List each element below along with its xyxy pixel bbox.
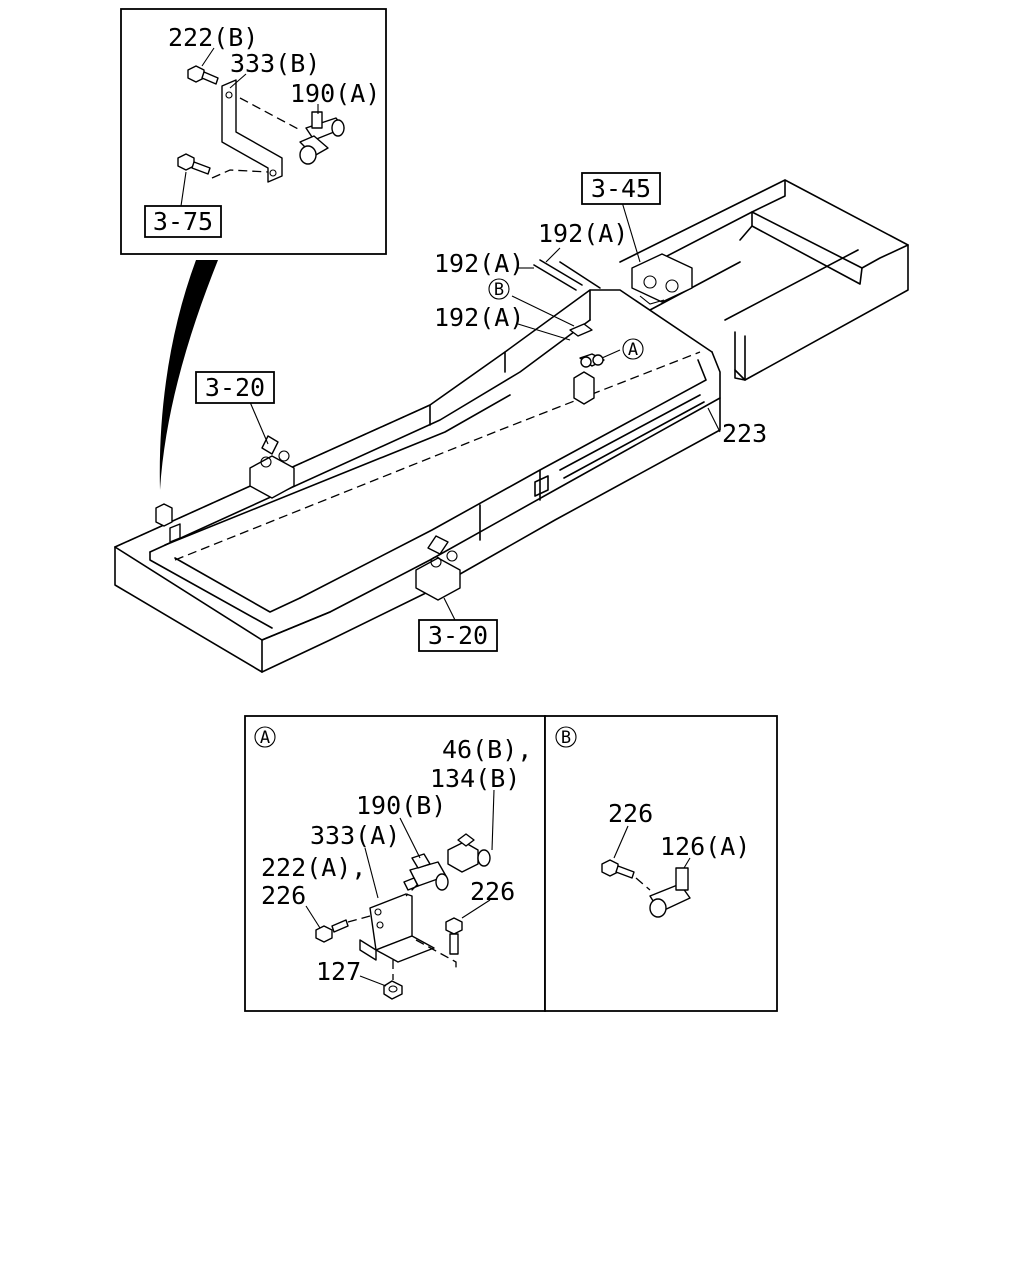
marker-b-detail: B: [555, 726, 577, 748]
ref-3-20-bottom-text: 3-20: [428, 621, 488, 650]
marker-a-detail: A: [254, 726, 276, 748]
svg-text:B: B: [561, 728, 571, 748]
label-46b: 46(B),: [442, 735, 532, 764]
label-222a: 222(A),: [261, 853, 366, 882]
bolt-lower: [177, 153, 211, 175]
label-126a: 126(A): [660, 832, 750, 861]
label-226-a: 226: [261, 881, 306, 910]
valve-cluster-rear: [631, 253, 693, 305]
elbow-46b-134b: [447, 833, 491, 873]
nut-127: [383, 980, 403, 1000]
ref-box-3-20-bottom[interactable]: [418, 619, 498, 652]
label-134b: 134(B): [430, 764, 520, 793]
detail-a: A: [244, 715, 546, 1012]
ref-box-3-20-left[interactable]: [195, 371, 275, 404]
detail-b-frame: [544, 715, 778, 1012]
bolt-226-right: [445, 917, 463, 955]
label-333a: 333(A): [310, 821, 400, 850]
svg-text:A: A: [628, 340, 638, 360]
valve-cluster-bottom: [415, 535, 461, 601]
bolt-226-b: [601, 859, 635, 879]
label-190b: 190(B): [356, 791, 446, 820]
detail-a-frame: [244, 715, 546, 1012]
ref-box-3-75[interactable]: [144, 205, 222, 238]
bolt-222a-226: [315, 919, 349, 943]
ref-box-3-45[interactable]: [581, 172, 661, 205]
connector-126a: [649, 867, 691, 918]
ref-3-45-text: 3-45: [591, 174, 651, 203]
bracket-a-area: [569, 323, 605, 405]
detail-b: B 226 126(A): [544, 715, 778, 1012]
tee-190a: [299, 111, 345, 165]
marker-a-frame: A: [622, 338, 644, 360]
ref-3-75-text: 3-75: [153, 207, 213, 236]
label-333b: 333(B): [230, 49, 320, 78]
label-226-right: 226: [470, 877, 515, 906]
label-222b: 222(B): [168, 23, 258, 52]
ref-3-20-left-text: 3-20: [205, 373, 265, 402]
label-190a: 190(A): [290, 79, 380, 108]
bracket-333b: [221, 79, 283, 183]
label-192a-2: 192(A): [434, 249, 524, 278]
svg-text:A: A: [260, 728, 270, 748]
label-223: 223: [722, 419, 767, 448]
valve-cluster-left: [249, 435, 295, 499]
bolt-222b: [187, 65, 219, 85]
svg-text:B: B: [494, 280, 504, 300]
label-226-b: 226: [608, 799, 653, 828]
tee-190b: [403, 853, 449, 891]
marker-b-frame: B: [488, 278, 510, 300]
inset-leader-wedge: [159, 260, 218, 490]
bracket-left: [169, 523, 181, 543]
fitting-left: [155, 503, 173, 527]
label-192a-1: 192(A): [538, 219, 628, 248]
label-127: 127: [316, 957, 361, 986]
chassis-frame: 3-45 3-20 3-20 192(A) 192(A) 192(A) 223 …: [114, 172, 909, 673]
label-192a-3: 192(A): [434, 303, 524, 332]
inset-top: 222(B) 333(B) 190(A) 3-75: [120, 8, 387, 255]
